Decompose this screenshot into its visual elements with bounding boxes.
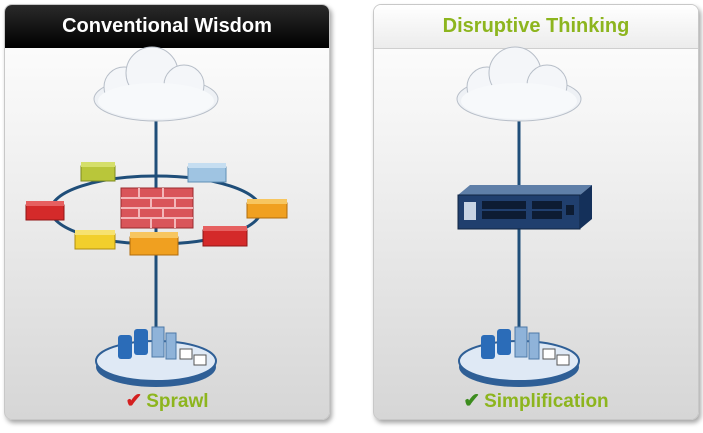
sprawl-caption: ✔Sprawl [5,388,329,413]
firewall-appliance-icon [457,185,592,230]
appliance-box-icon [202,226,248,247]
check-mark-icon: ✔ [463,390,481,412]
check-mark-icon: ✔ [125,390,143,412]
datacenter-icon [458,326,580,387]
conventional-wisdom-panel: Conventional Wisdom [4,4,330,420]
simplification-diagram [456,46,592,387]
datacenter-icon [95,326,217,387]
appliance-box-icon [129,232,179,256]
panel-title: Disruptive Thinking [374,5,698,49]
caption-label: Sprawl [146,391,209,412]
panel-title: Conventional Wisdom [5,5,329,48]
appliance-box-icon [74,230,116,250]
appliance-box-icon [246,199,288,219]
simplification-caption: ✔Simplification [374,388,698,413]
firewall-icon [120,187,194,229]
sprawl-diagram [25,46,288,387]
appliance-box-icon [25,201,65,221]
appliance-box-icon [80,162,116,182]
cloud-icon [456,46,582,122]
caption-label: Simplification [484,391,609,412]
appliance-box-icon [187,163,227,183]
disruptive-thinking-panel: Disruptive Thinking [373,4,699,420]
cloud-icon [93,46,219,122]
